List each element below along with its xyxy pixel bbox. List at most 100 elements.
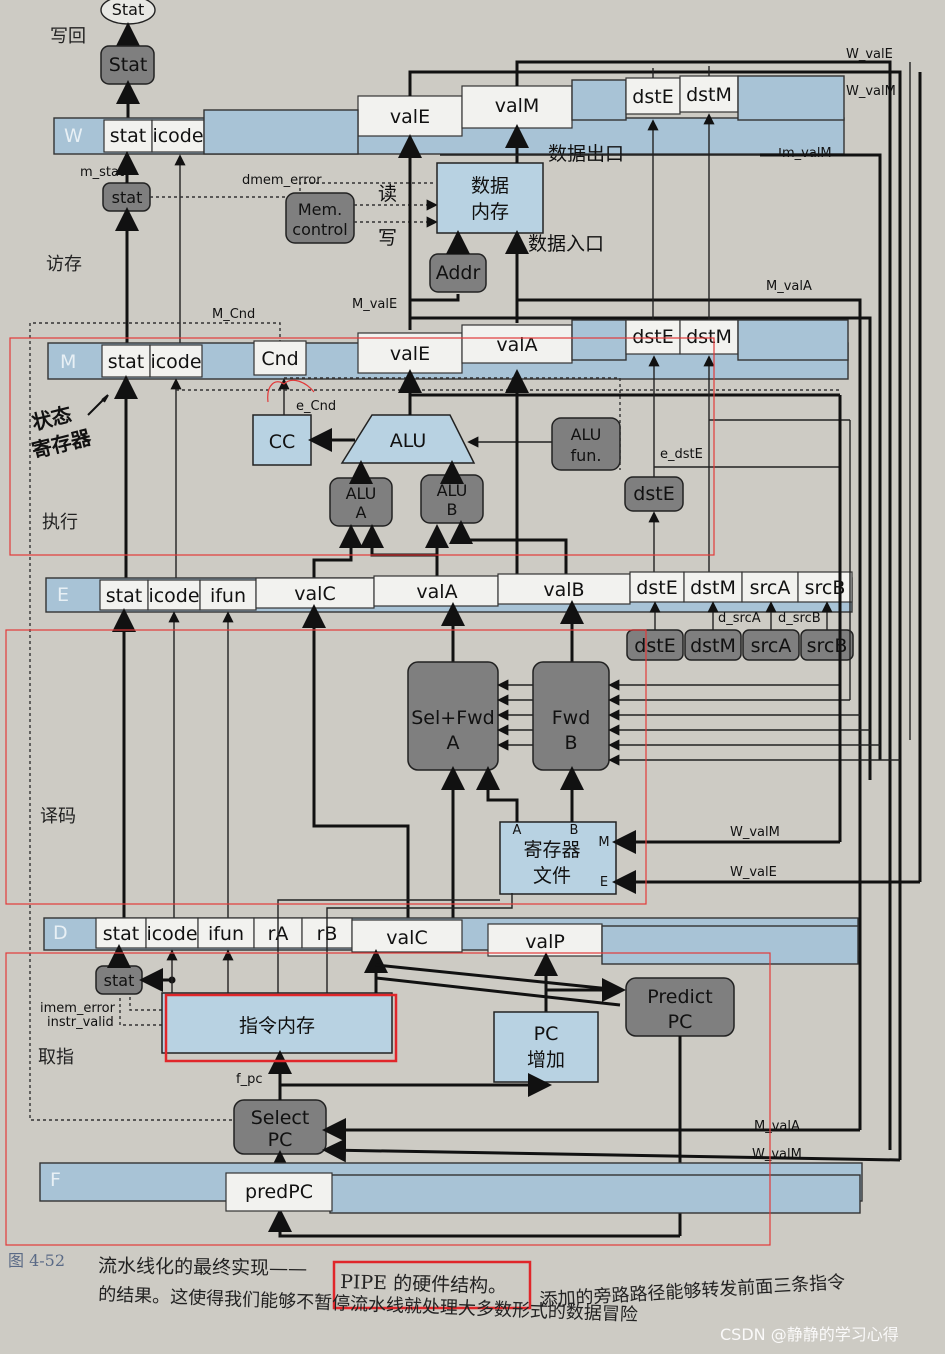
E-field-srcA: srcA bbox=[750, 577, 791, 599]
rf-port-M: M bbox=[598, 835, 609, 850]
M-field-icode: icode bbox=[150, 351, 201, 373]
M-field-valE: valE bbox=[390, 343, 430, 365]
alu-b-box: ALU B bbox=[420, 474, 484, 524]
sig-m_stat: m_stat bbox=[80, 165, 124, 180]
sig-data_out: 数据出口 bbox=[548, 143, 624, 165]
alu-b-label-2: B bbox=[447, 500, 458, 519]
stage-memory: 访存 bbox=[46, 254, 82, 275]
M-name: M bbox=[60, 351, 76, 373]
sel-fwd-a-label-2: A bbox=[447, 732, 460, 754]
decode-highlight bbox=[5, 629, 647, 905]
M-field-dstE: dstE bbox=[632, 326, 673, 348]
sig-e_dstE: e_dstE bbox=[660, 447, 703, 462]
register-M: M stat icode Cnd valE valA dstE dstM bbox=[47, 319, 849, 380]
stage-decode: 译码 bbox=[40, 806, 76, 827]
decode-out-srcB: srcB bbox=[807, 635, 848, 657]
M-field-stat: stat bbox=[108, 351, 144, 373]
F-name: F bbox=[50, 1169, 61, 1191]
addr-box: Addr bbox=[429, 253, 487, 293]
alu-label: ALU bbox=[390, 430, 427, 452]
fwd-b-label-1: Fwd bbox=[552, 707, 591, 729]
data-memory-label-1: 数据 bbox=[471, 175, 509, 197]
E-field-ifun: ifun bbox=[210, 585, 246, 607]
sig-f_pc: f_pc bbox=[236, 1072, 262, 1087]
W-field-dstM: dstM bbox=[686, 84, 732, 106]
decode-out-dstE: dstE bbox=[634, 635, 675, 657]
sig-imem_error: imem_error bbox=[40, 1001, 116, 1016]
E-field-srcB: srcB bbox=[805, 577, 846, 599]
dstE-e-label: dstE bbox=[633, 483, 674, 505]
register-E: E stat icode ifun valC valA valB dstE ds… bbox=[45, 571, 853, 613]
stage-fetch: 取指 bbox=[38, 1047, 74, 1068]
sel-fwd-a-box: Sel+Fwd A bbox=[407, 661, 499, 771]
M-field-valA: valA bbox=[496, 334, 537, 356]
sig-d_srcA: d_srcA bbox=[718, 611, 761, 626]
register-file-box: A B M E 寄存器 文件 bbox=[499, 821, 617, 895]
sig-data_in: 数据入口 bbox=[528, 233, 604, 255]
sig-W_valE-top: W_valE bbox=[846, 47, 893, 62]
W-field-icode: icode bbox=[152, 125, 203, 147]
sig-W_valM-f: W_valM bbox=[752, 1147, 802, 1162]
data-memory-label-2: 内存 bbox=[471, 201, 509, 223]
sig-dmem_error: dmem_error bbox=[242, 173, 322, 188]
inst-mem-highlight bbox=[164, 993, 398, 1063]
fwd-b-box: Fwd B bbox=[532, 661, 610, 771]
M-field-dstM: dstM bbox=[686, 326, 732, 348]
decode-out-dstM: dstM bbox=[690, 635, 736, 657]
select-pc-box: Select PC bbox=[233, 1099, 327, 1155]
mem-control-box: Mem. control bbox=[285, 192, 355, 244]
caption-line1-b: PIPE 的硬件结构。 bbox=[340, 1271, 508, 1298]
E-field-dstM: dstM bbox=[690, 577, 736, 599]
rf-port-A: A bbox=[513, 823, 522, 838]
addr-label: Addr bbox=[436, 262, 481, 284]
E-name: E bbox=[57, 584, 69, 606]
E-field-valC: valC bbox=[294, 583, 335, 605]
stat-f-label: stat bbox=[104, 971, 135, 990]
stat-m-label: stat bbox=[112, 188, 143, 207]
caption-highlight bbox=[332, 1260, 532, 1310]
rf-port-E: E bbox=[600, 875, 608, 890]
alu-b-label-1: ALU bbox=[437, 481, 468, 500]
sig-W_valM-top: W_valM bbox=[846, 84, 896, 99]
W-field-valM: valM bbox=[495, 95, 540, 117]
mem-control-label-1: Mem. bbox=[298, 200, 342, 219]
sig-M_Cnd: M_Cnd bbox=[212, 307, 255, 322]
instruction-memory-box: 指令内存 bbox=[161, 992, 393, 1054]
figure-number: 图 4-52 bbox=[8, 1251, 65, 1270]
stage-writeback: 写回 bbox=[50, 26, 86, 47]
register-file-label-1: 寄存器 bbox=[523, 839, 580, 861]
pc-increment-label-1: PC bbox=[534, 1023, 559, 1045]
stat-m-box: stat bbox=[102, 182, 151, 212]
mem-control-label-2: control bbox=[292, 220, 347, 239]
stat-w-label: Stat bbox=[109, 54, 148, 76]
fwd-b-label-2: B bbox=[564, 732, 577, 754]
E-field-stat: stat bbox=[106, 585, 142, 607]
predict-pc-label-2: PC bbox=[668, 1011, 693, 1033]
sig-d_srcB: d_srcB bbox=[778, 611, 821, 626]
alu-box: ALU bbox=[340, 414, 476, 464]
decode-out-srcA: srcA bbox=[751, 635, 792, 657]
D-field-valC: valC bbox=[386, 927, 427, 949]
W-field-stat: stat bbox=[110, 125, 146, 147]
E-field-valB: valB bbox=[543, 579, 584, 601]
E-field-valA: valA bbox=[416, 581, 457, 603]
alu-a-box: ALU A bbox=[329, 477, 393, 527]
pc-increment-label-2: 增加 bbox=[527, 1049, 565, 1071]
alu-a-label-1: ALU bbox=[346, 484, 377, 503]
dstE-e-box: dstE bbox=[624, 476, 684, 512]
register-file-label-2: 文件 bbox=[533, 865, 571, 887]
stat-output: Stat bbox=[100, 0, 156, 25]
stage-execute: 执行 bbox=[42, 512, 78, 533]
rf-port-B: B bbox=[570, 823, 579, 838]
decode-outputs: dstE dstM srcA srcB bbox=[626, 629, 854, 661]
W-name: W bbox=[64, 125, 83, 147]
predict-pc-label-1: Predict bbox=[647, 986, 712, 1008]
execute-highlight bbox=[9, 337, 715, 556]
register-D: D stat icode ifun rA rB valC valP bbox=[43, 917, 859, 965]
instruction-memory-label: 指令内存 bbox=[239, 1015, 315, 1037]
select-pc-label-1: Select bbox=[251, 1107, 310, 1129]
forward-inputs bbox=[497, 679, 900, 766]
sig-M_valA-f: M_valA bbox=[754, 1119, 800, 1134]
